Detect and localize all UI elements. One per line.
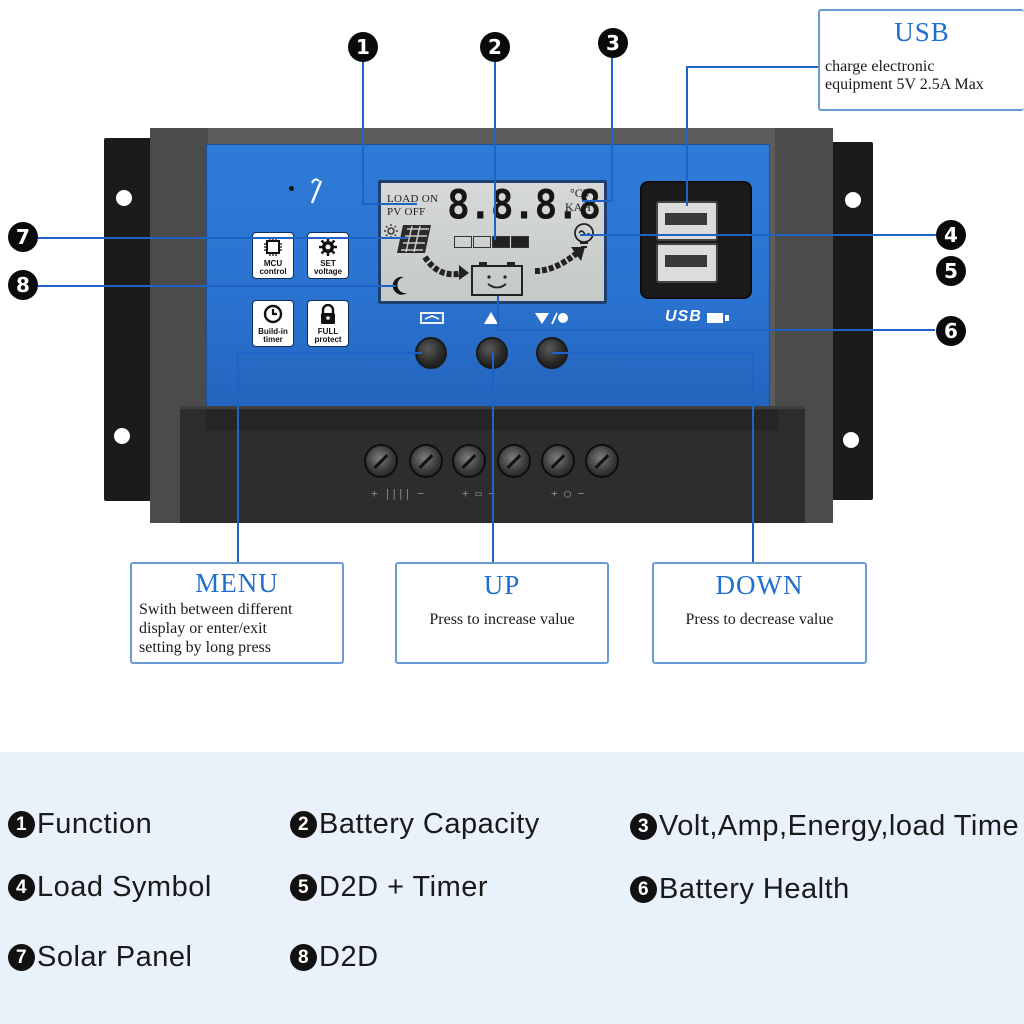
battery-health-icon bbox=[471, 262, 523, 296]
mount-hole bbox=[843, 432, 859, 448]
right-mounting-bracket bbox=[831, 142, 873, 500]
callout-usb: USB charge electronic equipment 5V 2.5A … bbox=[818, 9, 1024, 111]
callout-down: DOWN Press to decrease value bbox=[652, 562, 867, 664]
sun-icon bbox=[384, 224, 398, 238]
callout-usb-title: USB bbox=[894, 17, 950, 47]
battery-capacity-segment bbox=[454, 236, 472, 248]
terminal-screw bbox=[585, 444, 619, 478]
feature-mcu-control: MCU control bbox=[252, 232, 294, 279]
usb-port-housing bbox=[640, 181, 752, 299]
mount-hole bbox=[116, 190, 132, 206]
temperature-sensor-icon bbox=[310, 178, 323, 204]
terminal-screw bbox=[409, 444, 443, 478]
menu-symbol-icon bbox=[420, 312, 444, 324]
callout-up: UP Press to increase value bbox=[395, 562, 609, 664]
terminal-label-load: + ◯ − bbox=[551, 487, 585, 500]
battery-capacity-segment bbox=[473, 236, 491, 248]
lcd-digits: 8.8.8.8 bbox=[447, 181, 601, 229]
up-symbol-icon bbox=[484, 312, 498, 324]
terminal-screw bbox=[497, 444, 531, 478]
flow-arrow-left-icon bbox=[422, 255, 469, 280]
status-led bbox=[289, 186, 294, 191]
lcd-display: LOAD ON PV OFF 8.8.8.8 °CV KAH bbox=[378, 180, 607, 304]
marker-8: 8 bbox=[8, 270, 38, 300]
feature-set-voltage: SET voltage bbox=[307, 232, 349, 279]
callout-up-title: UP bbox=[483, 570, 521, 600]
mount-hole bbox=[845, 192, 861, 208]
usb-battery-icon bbox=[707, 313, 729, 323]
mount-hole bbox=[114, 428, 130, 444]
terminal-screw bbox=[364, 444, 398, 478]
terminal-screw bbox=[541, 444, 575, 478]
marker-2: 2 bbox=[480, 32, 510, 62]
marker-7: 7 bbox=[8, 222, 38, 252]
battery-capacity-segment bbox=[511, 236, 529, 248]
lock-icon bbox=[321, 304, 335, 324]
feature-built-in-timer: Build-in timer bbox=[252, 300, 294, 347]
battery-capacity-segment bbox=[492, 236, 510, 248]
night-moon-icon bbox=[392, 276, 407, 295]
marker-4: 4 bbox=[936, 220, 966, 250]
usb-logo: USB bbox=[665, 308, 702, 325]
feature-full-protect: FULL protect bbox=[307, 300, 349, 347]
flow-arrow-right-icon bbox=[534, 247, 585, 274]
marker-6: 6 bbox=[936, 316, 966, 346]
terminal-label-solar: + |||| − bbox=[371, 487, 424, 500]
usb-port-bottom[interactable] bbox=[656, 243, 718, 283]
chip-icon bbox=[264, 238, 282, 256]
solar-panel-icon bbox=[397, 225, 431, 253]
callout-menu: MENU Swith between different display or … bbox=[130, 562, 344, 664]
left-mounting-bracket bbox=[104, 138, 154, 501]
lcd-pv-status: PV OFF bbox=[387, 206, 426, 218]
gear-icon bbox=[319, 238, 337, 256]
marker-5: 5 bbox=[936, 256, 966, 286]
callout-menu-title: MENU bbox=[195, 568, 279, 598]
down-symbol-icon bbox=[535, 312, 568, 325]
clock-icon bbox=[263, 304, 283, 324]
marker-1: 1 bbox=[348, 32, 378, 62]
lcd-unit-volt: °CV bbox=[570, 186, 592, 200]
terminal-screw bbox=[452, 444, 486, 478]
terminal-label-battery: + ▭ − bbox=[462, 487, 496, 500]
marker-3: 3 bbox=[598, 28, 628, 58]
lcd-load-status: LOAD ON bbox=[387, 193, 439, 205]
callout-down-title: DOWN bbox=[715, 570, 804, 600]
lcd-unit-amp-hour: KAH bbox=[565, 200, 591, 214]
